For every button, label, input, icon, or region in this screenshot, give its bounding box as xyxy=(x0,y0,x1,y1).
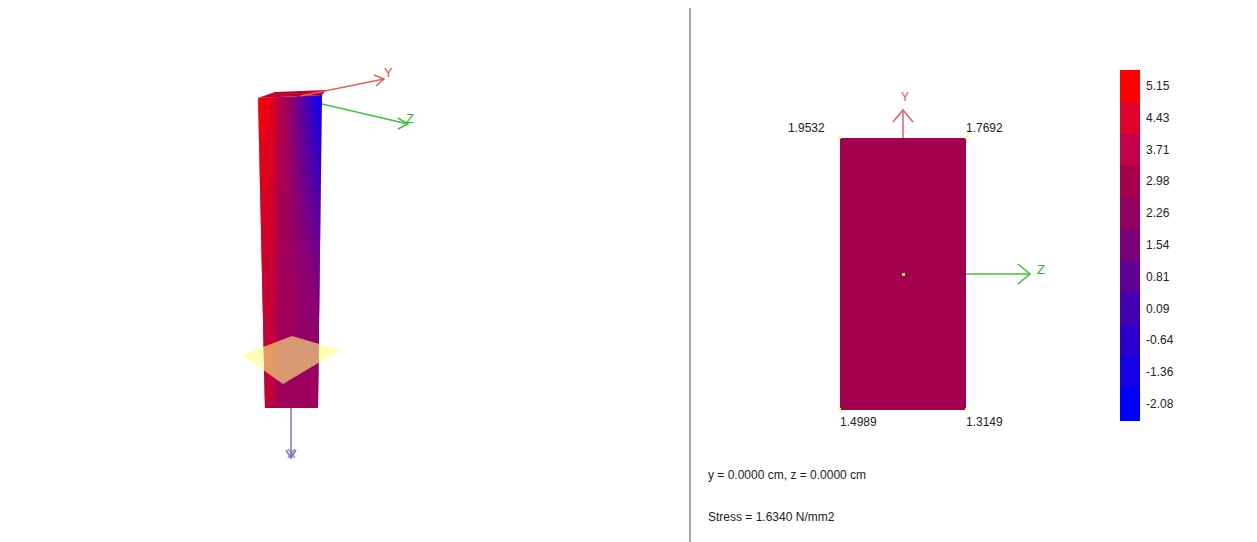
legend-value: 0.09 xyxy=(1146,302,1169,316)
corner-value: 1.3149 xyxy=(966,415,1003,429)
legend-value: 0.81 xyxy=(1146,270,1169,284)
axis-label: Y xyxy=(901,90,909,104)
axis-label: Z xyxy=(1037,263,1045,277)
legend-swatch xyxy=(1120,134,1140,166)
legend-swatch xyxy=(1120,197,1140,229)
corner-value: 1.9532 xyxy=(788,121,825,135)
legend-swatch xyxy=(1120,102,1140,134)
info-text: Stress = 1.6340 N/mm2 xyxy=(708,510,834,524)
legend-swatch xyxy=(1120,356,1140,388)
axis-label: Y xyxy=(384,66,393,80)
axis-lines xyxy=(286,75,408,458)
corner-value: 1.4989 xyxy=(840,415,877,429)
legend-swatch xyxy=(1120,261,1140,293)
legend-value: 5.15 xyxy=(1146,79,1169,93)
legend-swatch xyxy=(1120,70,1140,102)
panel-divider xyxy=(689,8,691,542)
legend-swatch xyxy=(1120,293,1140,325)
corner-value: 1.7692 xyxy=(966,121,1003,135)
legend-value: 2.98 xyxy=(1146,174,1169,188)
legend-value: -1.36 xyxy=(1146,365,1173,379)
legend-swatch xyxy=(1120,165,1140,197)
axis-label: Z xyxy=(406,112,414,126)
legend-value: -0.64 xyxy=(1146,333,1173,347)
legend-value: 3.71 xyxy=(1146,143,1169,157)
legend-value: 1.54 xyxy=(1146,238,1169,252)
axis-label: X xyxy=(287,447,296,461)
legend-value: 4.43 xyxy=(1146,111,1169,125)
legend-value: 2.26 xyxy=(1146,206,1169,220)
legend-swatch xyxy=(1120,325,1140,357)
section-plane xyxy=(242,336,340,384)
legend-value: -2.08 xyxy=(1146,397,1173,411)
info-text: y = 0.0000 cm, z = 0.0000 cm xyxy=(708,468,866,482)
cross-section xyxy=(838,110,1030,411)
legend-swatch xyxy=(1120,229,1140,261)
legend-swatch xyxy=(1120,388,1140,420)
